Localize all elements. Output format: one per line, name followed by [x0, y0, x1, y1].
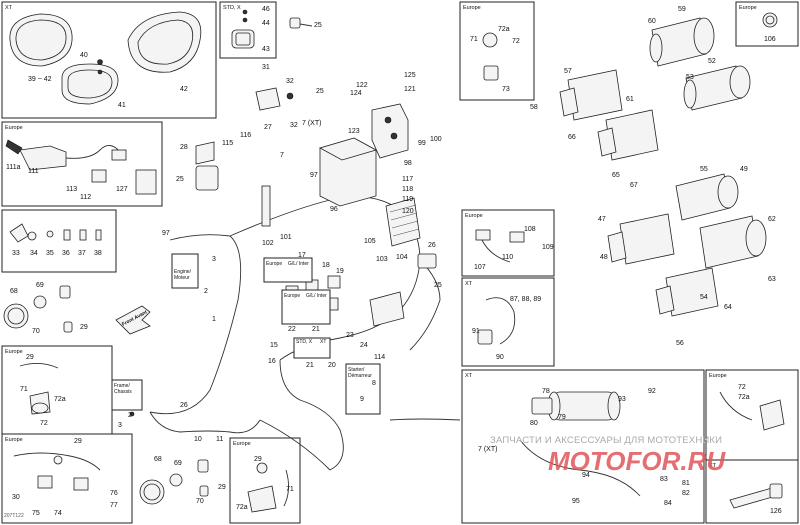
box-label-europe: Europe [5, 349, 23, 355]
plug-25a [289, 17, 313, 29]
housing-top-right-2 [683, 65, 751, 111]
box-label-std-x: STD, X [223, 5, 241, 11]
tag-glinter-1 [263, 257, 313, 283]
harness-europe-left-3 [13, 452, 101, 491]
winch [519, 391, 641, 497]
box-label-xt: XT [709, 463, 717, 469]
headlight-68b [139, 459, 209, 505]
box-europe-right-mid [461, 209, 555, 277]
fuse-holder [371, 103, 409, 159]
box-label-europe: Europe [709, 373, 727, 379]
headlamp-assembly-57b [597, 109, 659, 161]
gauge-std [231, 9, 255, 49]
tag-frame [111, 379, 143, 411]
tag-glinter-2 [281, 289, 331, 325]
switch-assembly [5, 139, 157, 195]
headlamp-assembly-57 [559, 69, 623, 121]
europe-right-mid-parts [475, 229, 525, 263]
bracket-28 [195, 141, 215, 165]
xt-bottom-right-tool [729, 483, 783, 509]
housing-mid-right-2 [699, 215, 767, 269]
europe-top-part [482, 32, 499, 81]
voltage-regulator [385, 197, 421, 247]
lamp-europe-left-2 [19, 363, 59, 415]
box-europe-left-2 [1, 345, 113, 435]
component-25 [195, 165, 219, 191]
relay-27 [255, 87, 294, 111]
box-europe-top [459, 1, 535, 101]
headlamp-assembly-47b [655, 267, 719, 317]
housing-mid-right-1 [675, 173, 739, 221]
small-parts [9, 223, 102, 243]
gauge-bezel-left [9, 13, 73, 67]
gauge-lens [61, 63, 119, 105]
gauge-cluster-right [127, 11, 202, 73]
europe-top-right-part [762, 12, 778, 28]
box-xt-bottom-right [705, 459, 799, 524]
tag-stdx [293, 337, 331, 359]
battery-box [318, 137, 378, 207]
box-label-europe: Europe [465, 213, 483, 219]
box-label-xt: XT [465, 373, 473, 379]
box-europe-bottom-right [705, 369, 799, 461]
component-26a [417, 253, 437, 269]
housing-top-right-1 [649, 17, 715, 67]
component-97 [261, 185, 271, 227]
box-label-europe: Europe [739, 5, 757, 11]
box-label-xt: XT [465, 281, 473, 287]
europe-bottom-right-lamp [719, 391, 785, 431]
headlight-68a [3, 285, 73, 333]
box-europe-left-3 [1, 433, 133, 524]
lamp-europe-bottom-mid [247, 462, 289, 513]
front-arrow [115, 305, 151, 335]
box-label-europe: Europe [463, 5, 481, 11]
box-label-europe: Europe [233, 441, 251, 447]
headlamp-assembly-47 [607, 213, 675, 265]
box-label-europe: Europe [5, 125, 23, 131]
box-xt-mid [461, 277, 555, 367]
tag-starter [345, 363, 381, 415]
box-europe-bottom-mid [229, 437, 301, 524]
xt-mid-switch [477, 297, 516, 345]
tag-engine [171, 253, 199, 289]
screw-40 [97, 59, 103, 75]
box-label-xt: XT [5, 5, 13, 11]
box-small-parts [1, 209, 117, 273]
box-label-europe: Europe [5, 437, 23, 443]
